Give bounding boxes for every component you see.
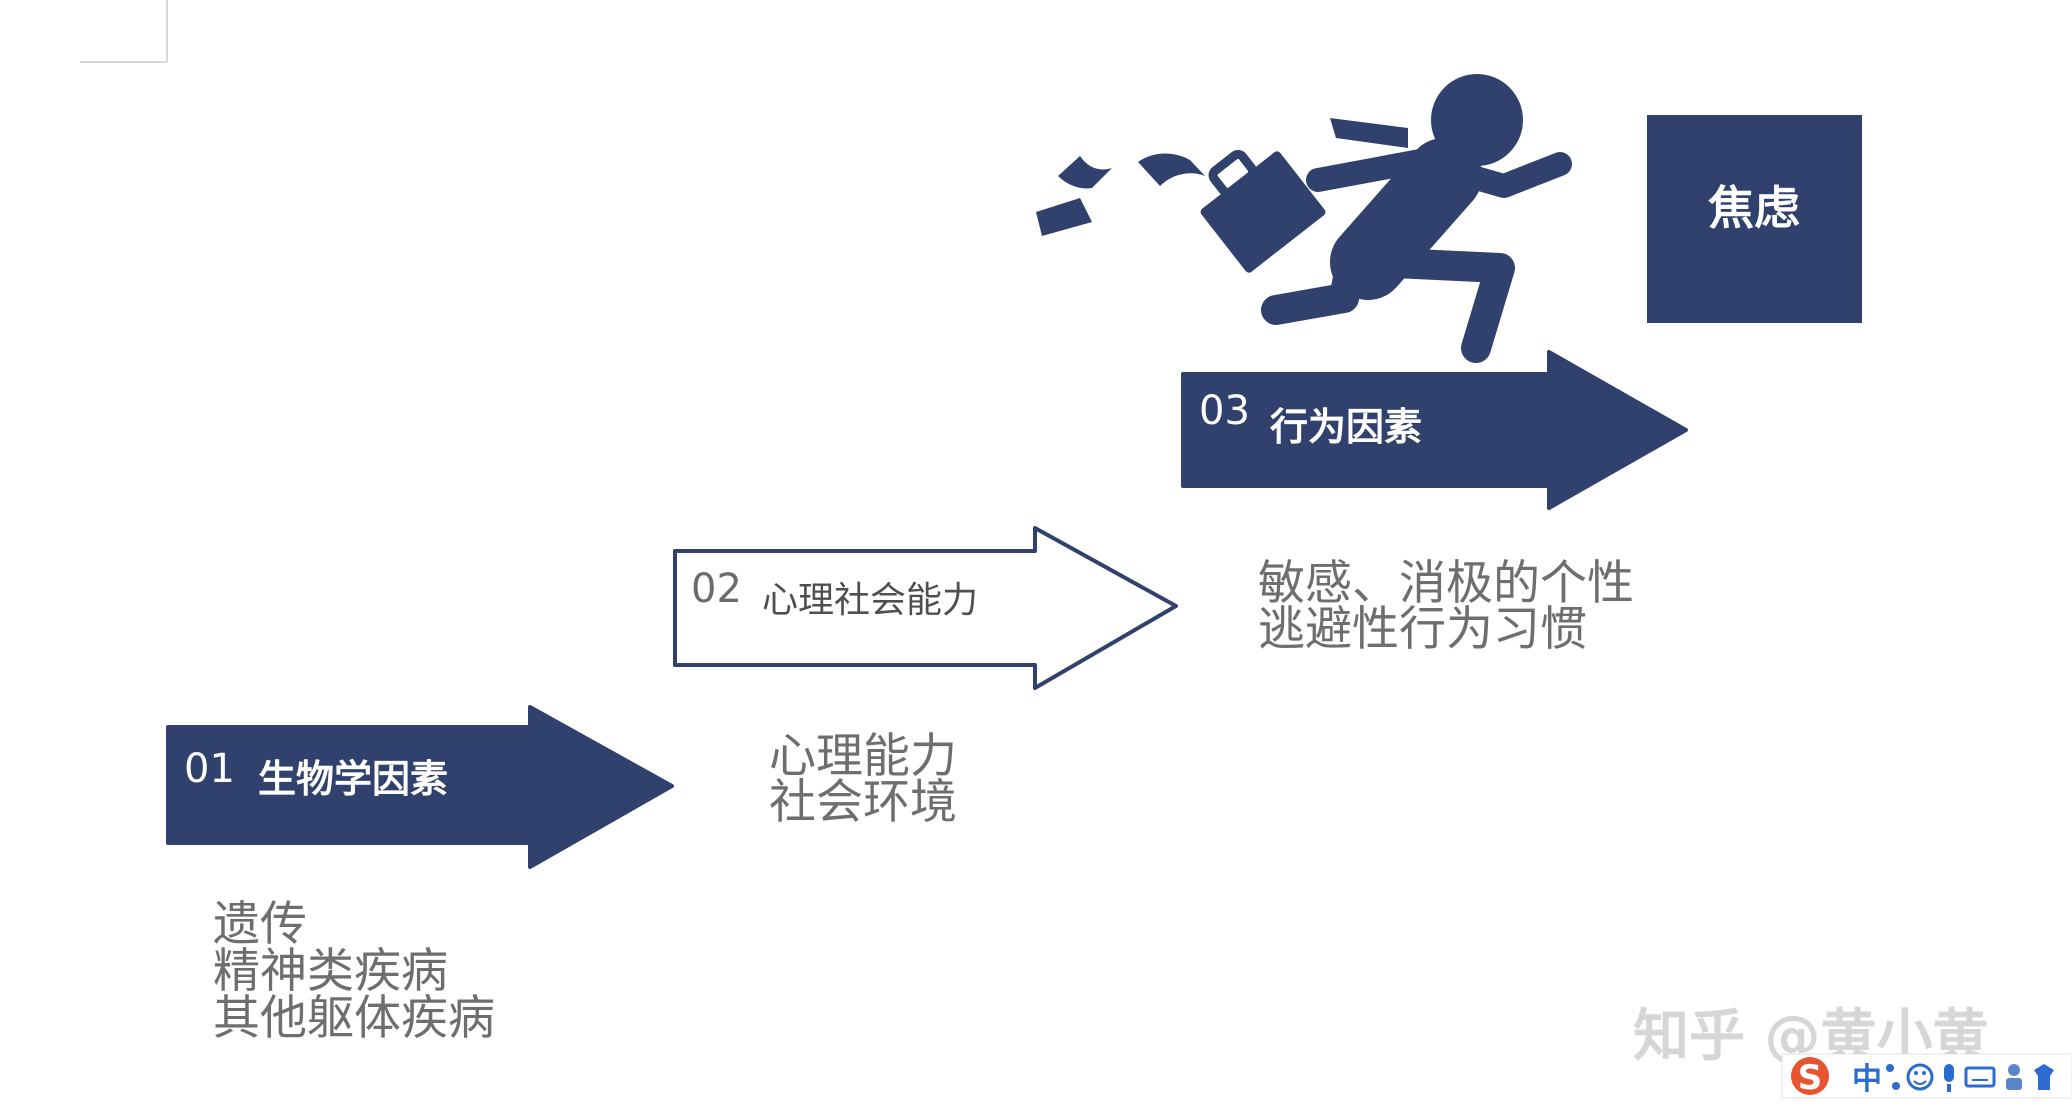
step-02-label: 心理社会能力: [762, 580, 978, 621]
briefcase: [1200, 149, 1326, 273]
step-02-arrow-shape: [673, 526, 1178, 690]
step-02-arrow: 02 心理社会能力: [673, 526, 1178, 690]
step-03-arrow-shape: [1181, 350, 1688, 510]
step-03-detail-2: 逃避性行为习惯: [1258, 602, 1587, 657]
flying-paper-1: [1138, 153, 1205, 186]
step-03-detail-1: 敏感、消极的个性: [1258, 556, 1634, 611]
page-corner-mark: [80, 0, 168, 63]
sogou-ime-icon[interactable]: S: [1791, 1057, 1829, 1098]
step-01-detail-3: 其他躯体疾病: [213, 991, 495, 1046]
flying-paper-2: [1058, 156, 1112, 189]
result-label: 焦虑: [1708, 181, 1800, 235]
emoji-icon[interactable]: [1906, 1063, 1934, 1091]
step-02-details: 心理能力 社会环境: [769, 729, 957, 830]
step-01-detail-1: 遗传: [213, 897, 307, 952]
step-01-details: 遗传 精神类疾病 其他躯体疾病: [213, 897, 495, 1046]
chinese-mode-icon[interactable]: 中: [1852, 1062, 1882, 1097]
user-icon[interactable]: [2006, 1064, 2022, 1090]
figure-limbs: [1261, 138, 1572, 363]
step-01-number: 01: [184, 746, 235, 792]
ime-toolbar[interactable]: S 中: [1781, 1053, 2072, 1099]
step-03-number: 03: [1199, 388, 1250, 434]
step-01-arrow: 01 生物学因素: [166, 705, 674, 869]
step-02-number: 02: [691, 566, 742, 612]
step-01-label: 生物学因素: [258, 757, 448, 801]
step-03-arrow: 03 行为因素: [1181, 350, 1688, 510]
svg-text:S: S: [1798, 1058, 1823, 1098]
step-02-detail-2: 社会环境: [769, 775, 957, 830]
figure-tie: [1330, 118, 1408, 148]
step-02-detail-1: 心理能力: [769, 729, 957, 784]
step-01-arrow-shape: [166, 705, 674, 869]
keyboard-icon[interactable]: [1964, 1066, 1996, 1088]
punctuation-icon[interactable]: [1886, 1064, 1900, 1090]
microphone-icon[interactable]: [1944, 1064, 1954, 1092]
running-businessman-icon: [1036, 74, 1572, 363]
step-03-label: 行为因素: [1270, 405, 1422, 449]
result-box-shape: [1647, 115, 1862, 323]
result-box: 焦虑: [1647, 115, 1862, 323]
flying-paper-3: [1036, 198, 1092, 236]
step-03-details: 敏感、消极的个性 逃避性行为习惯: [1258, 556, 1634, 657]
step-01-detail-2: 精神类疾病: [213, 944, 448, 999]
skin-icon[interactable]: [2034, 1064, 2054, 1090]
